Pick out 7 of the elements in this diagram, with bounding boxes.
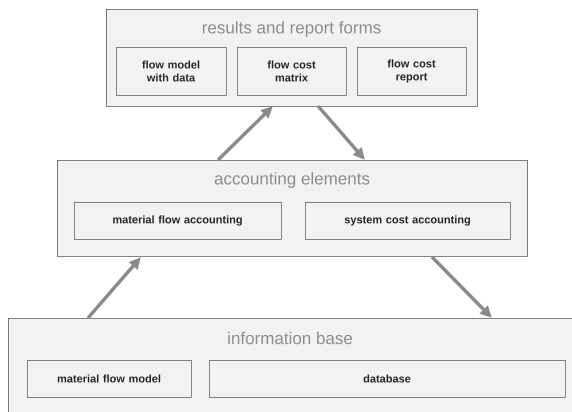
component-box: system cost accounting <box>305 202 511 240</box>
component-box: flow cost matrix <box>237 47 347 96</box>
component-box: material flow model <box>27 360 192 398</box>
component-box: flow model with data <box>116 47 227 96</box>
component-box: database <box>209 360 566 398</box>
component-box: material flow accounting <box>74 202 282 240</box>
component-box: flow cost report <box>357 47 467 96</box>
